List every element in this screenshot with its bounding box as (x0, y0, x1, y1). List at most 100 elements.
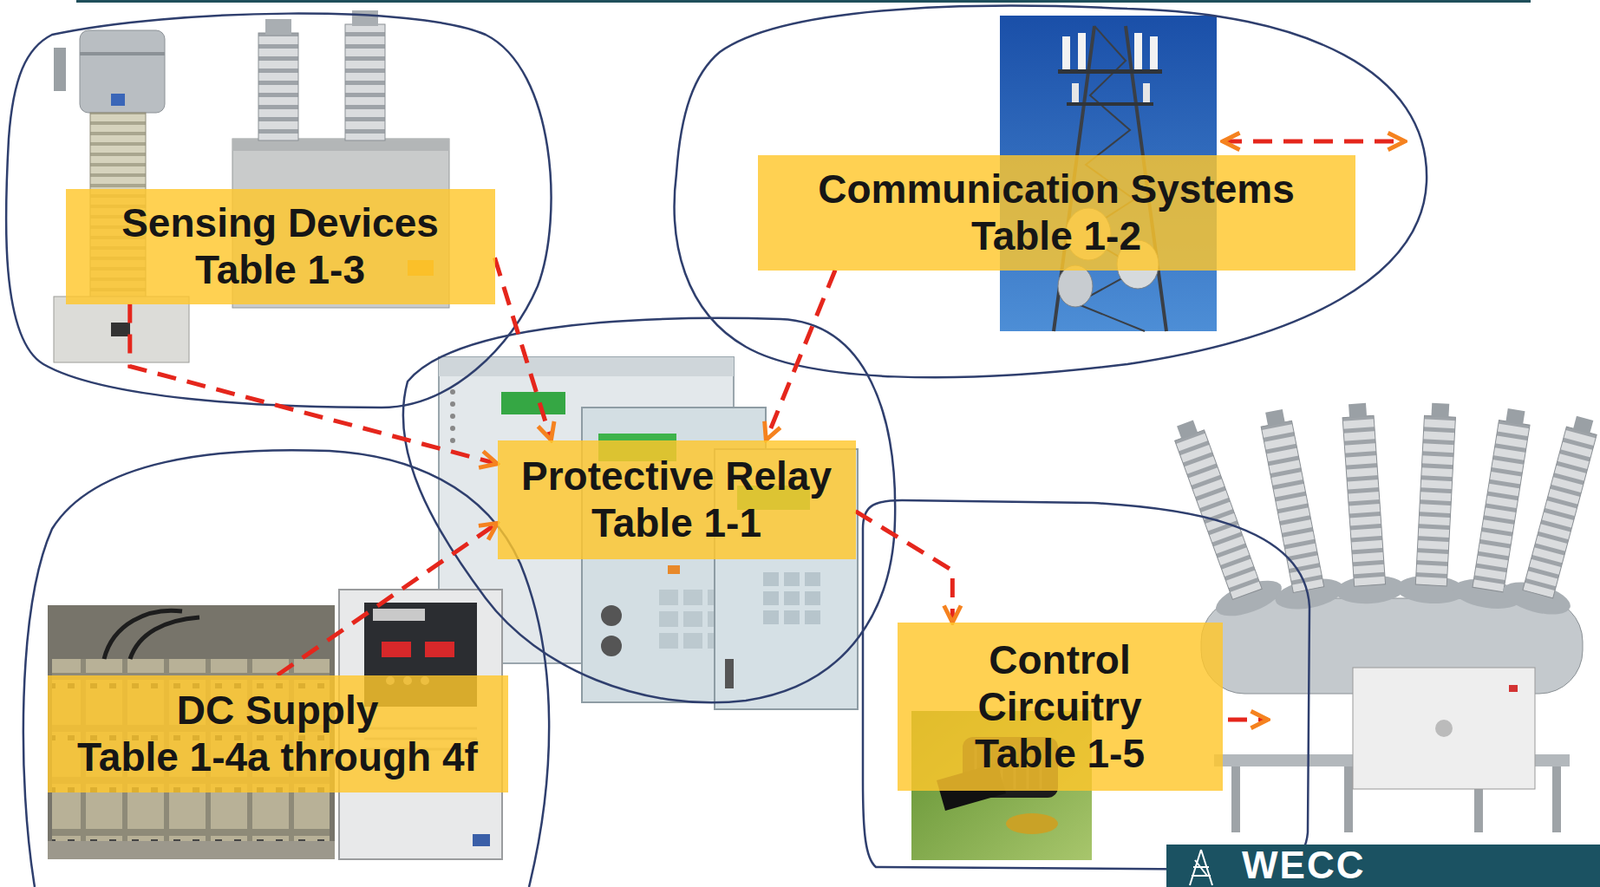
protective-relay (804, 572, 821, 587)
circuit-breaker (1344, 763, 1353, 833)
box-title: Sensing Devices (79, 199, 482, 247)
table-reference: Table 1-4a through 4f (61, 733, 495, 781)
battery-bank (47, 841, 335, 860)
group-outline (674, 6, 1428, 379)
circuit-breaker (1352, 667, 1535, 790)
table-reference: Table 1-1 (511, 499, 843, 547)
communication-tower (1057, 69, 1163, 74)
protective-relay (659, 589, 679, 606)
circuit-breaker (1522, 426, 1597, 599)
label-box: Control CircuitryTable 1-5 (897, 622, 1223, 791)
logo-bar (1166, 844, 1600, 887)
label-box: Protective RelayTable 1-1 (497, 440, 856, 560)
battery-charger (381, 641, 412, 658)
top-rule (76, 0, 1531, 3)
current-transformer (53, 296, 190, 363)
control-switch (1005, 813, 1058, 835)
protective-relay (600, 635, 622, 657)
current-transformer (111, 93, 125, 106)
table-reference: Table 1-2 (771, 212, 1342, 260)
circuit-breaker (1508, 685, 1518, 693)
circuit-breaker (1342, 415, 1386, 587)
group-outline (6, 13, 552, 408)
protective-relay (438, 357, 734, 377)
box-title: DC Supply (61, 686, 495, 734)
signal-arrow (765, 270, 836, 441)
logo-bar (1189, 849, 1213, 886)
protective-relay (804, 610, 821, 625)
battery-charger (424, 641, 455, 658)
protective-relay (763, 610, 779, 625)
protective-relay (659, 633, 679, 649)
current-transformer (79, 52, 165, 56)
group-outline (862, 500, 1310, 870)
protective-relay (450, 425, 456, 432)
voltage-transformer (265, 19, 292, 35)
protective-relay (450, 437, 456, 444)
table-reference: Table 1-3 (79, 246, 482, 294)
protective-relay (600, 605, 622, 627)
circuit-breaker (1176, 420, 1198, 440)
circuit-breaker (1260, 420, 1325, 593)
box-title: Protective Relay (511, 452, 843, 500)
circuit-breaker (1175, 430, 1263, 601)
communication-tower (1142, 83, 1150, 103)
voltage-transformer (345, 24, 386, 141)
circuit-breaker (1415, 415, 1456, 587)
protective-relay (501, 391, 566, 415)
battery-bank (104, 610, 200, 660)
signal-arrow (1227, 718, 1268, 723)
signal-arrow (130, 304, 498, 464)
communication-tower (1057, 265, 1093, 307)
signal-arrow (1222, 139, 1405, 144)
battery-charger (472, 834, 490, 847)
label-box: DC SupplyTable 1-4a through 4f (47, 675, 509, 793)
protective-relay (763, 591, 779, 606)
battery-charger (372, 608, 425, 621)
label-box: Sensing DevicesTable 1-3 (65, 189, 496, 305)
protective-relay (763, 572, 779, 587)
circuit-breaker (1573, 416, 1594, 435)
voltage-transformer (352, 10, 379, 27)
protective-relay (659, 611, 679, 627)
voltage-transformer (258, 32, 299, 141)
protective-relay (667, 565, 680, 575)
communication-tower (1077, 32, 1086, 70)
box-title: Control Circuitry (911, 636, 1209, 732)
protective-relay (783, 591, 800, 606)
communication-tower (1066, 102, 1154, 106)
protective-relay (783, 572, 800, 587)
circuit-breaker (1552, 763, 1561, 833)
protective-relay (683, 611, 703, 627)
current-transformer (111, 322, 131, 337)
communication-tower (1062, 36, 1071, 70)
communication-tower (1134, 32, 1143, 70)
logo-bar (1166, 844, 1600, 887)
group-outline (6, 6, 1427, 887)
signal-arrow (277, 522, 498, 675)
circuit-breaker (1322, 401, 1406, 607)
logo-text: WECC (1241, 845, 1365, 886)
table-reference: Table 1-5 (911, 730, 1209, 778)
protective-relay (724, 659, 734, 689)
circuit-breaker (1472, 420, 1530, 593)
circuit-breaker (1499, 409, 1600, 621)
signal-arrow (855, 511, 954, 623)
box-title: Communication Systems (771, 165, 1342, 213)
protective-relay (804, 591, 821, 606)
circuit-breaker (1395, 401, 1476, 606)
circuit-breaker (1435, 719, 1453, 738)
group-outline (23, 450, 549, 887)
current-transformer (53, 47, 66, 92)
circuit-breaker (1348, 403, 1367, 418)
signal-arrow (495, 257, 552, 440)
circuit-breaker (1265, 409, 1286, 427)
protective-relay (450, 413, 456, 419)
protective-relay (783, 610, 800, 625)
current-transformer (79, 30, 165, 113)
label-box: Communication SystemsTable 1-2 (757, 155, 1356, 271)
group-outline (403, 318, 895, 703)
circuit-breaker (1430, 403, 1450, 418)
communication-tower (1149, 36, 1158, 70)
protective-relay (683, 589, 703, 606)
